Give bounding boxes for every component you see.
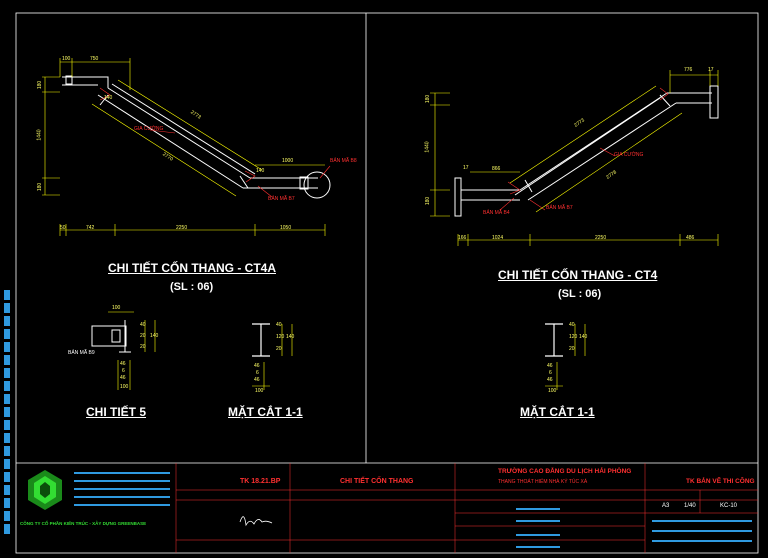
detail-5-dim-top: 100 bbox=[112, 305, 121, 311]
section-left-dim-b3: 100 bbox=[255, 388, 264, 394]
detail-5-dim-b0: 46 bbox=[120, 361, 126, 367]
section-right-dims bbox=[545, 324, 586, 390]
section-right-dim-b1: 6 bbox=[549, 370, 552, 376]
scale: 1/40 bbox=[684, 503, 696, 509]
detail-5-dim-r0: 40 bbox=[140, 322, 146, 328]
left-dim-small-2: 140 bbox=[256, 168, 265, 174]
owner-name: TRƯỜNG CAO ĐẲNG DU LỊCH HẢI PHÒNG bbox=[498, 468, 632, 475]
sidebar-markers bbox=[4, 290, 10, 534]
section-left-dim-b1: 6 bbox=[256, 370, 259, 376]
section-left-dims bbox=[252, 324, 293, 390]
left-label-ban-ma-b8: BẢN MÃ B8 bbox=[330, 158, 357, 164]
project-name: THANG THOÁT HIỂM NHÀ KÝ TÚC XÁ bbox=[498, 479, 588, 485]
left-label-gia-cuong: GIA CƯỜNG bbox=[134, 126, 164, 132]
left-dim-v1: 180 bbox=[37, 80, 44, 90]
left-dim-bottom-4: 1050 bbox=[280, 225, 292, 231]
stringer-ct4a-annotations bbox=[99, 87, 331, 198]
left-dim-small-1: 140 bbox=[104, 95, 113, 101]
section-right-dim-b0: 46 bbox=[547, 363, 553, 369]
section-left-dim-r0: 40 bbox=[276, 322, 282, 328]
drawing-frame bbox=[15, 12, 759, 554]
section-left-dim-r1: 120 bbox=[276, 334, 285, 340]
stringer-ct4-dimensions bbox=[430, 70, 719, 246]
detail-5-label: BẢN MÃ B9 bbox=[68, 350, 95, 356]
stringer-ct4-annotations bbox=[499, 87, 669, 211]
right-dim-bottom-1: 166 bbox=[458, 235, 467, 241]
right-drawing-subtitle: (SL : 06) bbox=[558, 288, 602, 300]
right-drawing-title: CHI TIẾT CỐN THANG - CT4 bbox=[498, 268, 658, 282]
right-label-ban-ma-b7: BẢN MÃ B7 bbox=[546, 205, 573, 211]
left-dim-bottom-2: 742 bbox=[86, 225, 95, 231]
phase-name: TK BẢN VẼ THI CÔNG bbox=[686, 478, 755, 485]
right-dim-bottom-4: 486 bbox=[686, 235, 695, 241]
left-drawing-subtitle: (SL : 06) bbox=[170, 281, 214, 293]
drawing-name: CHI TIẾT CỐN THANG bbox=[340, 478, 414, 485]
right-dim-v3: 180 bbox=[425, 196, 432, 206]
right-dim-v1: 180 bbox=[425, 94, 432, 104]
section-left-dim-r3: 20 bbox=[276, 346, 282, 352]
detail-5-dim-b3: 100 bbox=[120, 384, 129, 390]
right-dim-bottom-2: 1024 bbox=[492, 235, 504, 241]
section-right-dim-r3: 20 bbox=[569, 346, 575, 352]
detail-5-dims bbox=[108, 311, 156, 390]
right-dim-v2: 1440 bbox=[424, 141, 431, 153]
sheet-number: KC-10 bbox=[720, 503, 738, 509]
left-dim-v2: 1440 bbox=[36, 129, 43, 141]
section-left-dim-b0: 46 bbox=[254, 363, 260, 369]
left-dim-bottom-3: 2250 bbox=[176, 225, 188, 231]
left-dim-top-b: 750 bbox=[90, 56, 99, 62]
company-info-lines bbox=[74, 472, 170, 506]
stringer-ct4a-dimensions bbox=[42, 58, 326, 236]
section-right-dim-r1: 120 bbox=[569, 334, 578, 340]
detail-5-dim-b1: 6 bbox=[122, 368, 125, 374]
left-dim-v3: 180 bbox=[37, 182, 44, 192]
right-label-gia-cuong: GIA CƯỜNG bbox=[614, 152, 644, 158]
section-right-dim-b2: 46 bbox=[547, 377, 553, 383]
detail-5-dim-r2: 140 bbox=[150, 333, 159, 339]
right-dim-top-b: 17 bbox=[708, 67, 714, 73]
section-right-title: MẶT CẮT 1-1 bbox=[520, 405, 595, 419]
company-name: CÔNG TY CỔ PHẦN KIẾN TRÚC - XÂY DỰNG GRE… bbox=[20, 521, 147, 526]
right-dim-small: 17 bbox=[463, 165, 469, 171]
right-dim-lower: 866 bbox=[492, 166, 501, 172]
signature bbox=[239, 516, 273, 527]
right-label-ban-ma-b4: BẢN MÃ B4 bbox=[483, 210, 510, 216]
section-left-dim-r2: 140 bbox=[286, 334, 295, 340]
section-right-drawing bbox=[545, 323, 563, 357]
left-dim-bottom-1: 50 bbox=[60, 225, 66, 231]
detail-5-drawing bbox=[91, 320, 131, 353]
title-block-row-markers bbox=[516, 508, 752, 548]
left-label-ban-ma-b7: BẢN MÃ B7 bbox=[268, 196, 295, 202]
section-left-title: MẶT CẮT 1-1 bbox=[228, 405, 303, 419]
detail-5-dim-r3: 20 bbox=[140, 344, 146, 350]
drawing-code: TK 18.21.BP bbox=[240, 478, 281, 485]
section-left-dim-b2: 46 bbox=[254, 377, 260, 383]
section-left-drawing bbox=[252, 323, 270, 357]
detail-5-dim-r1: 20 bbox=[140, 333, 146, 339]
left-drawing-title: CHI TIẾT CỐN THANG - CT4A bbox=[108, 261, 276, 275]
right-dim-bottom-3: 2250 bbox=[595, 235, 607, 241]
paper-size: A3 bbox=[662, 503, 670, 509]
stringer-ct4 bbox=[454, 85, 719, 217]
stringer-ct4a bbox=[62, 75, 331, 199]
detail-5-dim-b2: 46 bbox=[120, 375, 126, 381]
title-block-grid bbox=[175, 463, 758, 553]
right-dim-top-a: 776 bbox=[684, 67, 693, 73]
company-logo bbox=[28, 470, 62, 510]
detail-5-title: CHI TIẾT 5 bbox=[86, 405, 147, 419]
section-right-dim-r2: 140 bbox=[579, 334, 588, 340]
section-right-dim-r0: 40 bbox=[569, 322, 575, 328]
left-dim-top-a: 100 bbox=[62, 56, 71, 62]
left-dim-right-top: 1000 bbox=[282, 158, 294, 164]
section-right-dim-b3: 100 bbox=[548, 388, 557, 394]
